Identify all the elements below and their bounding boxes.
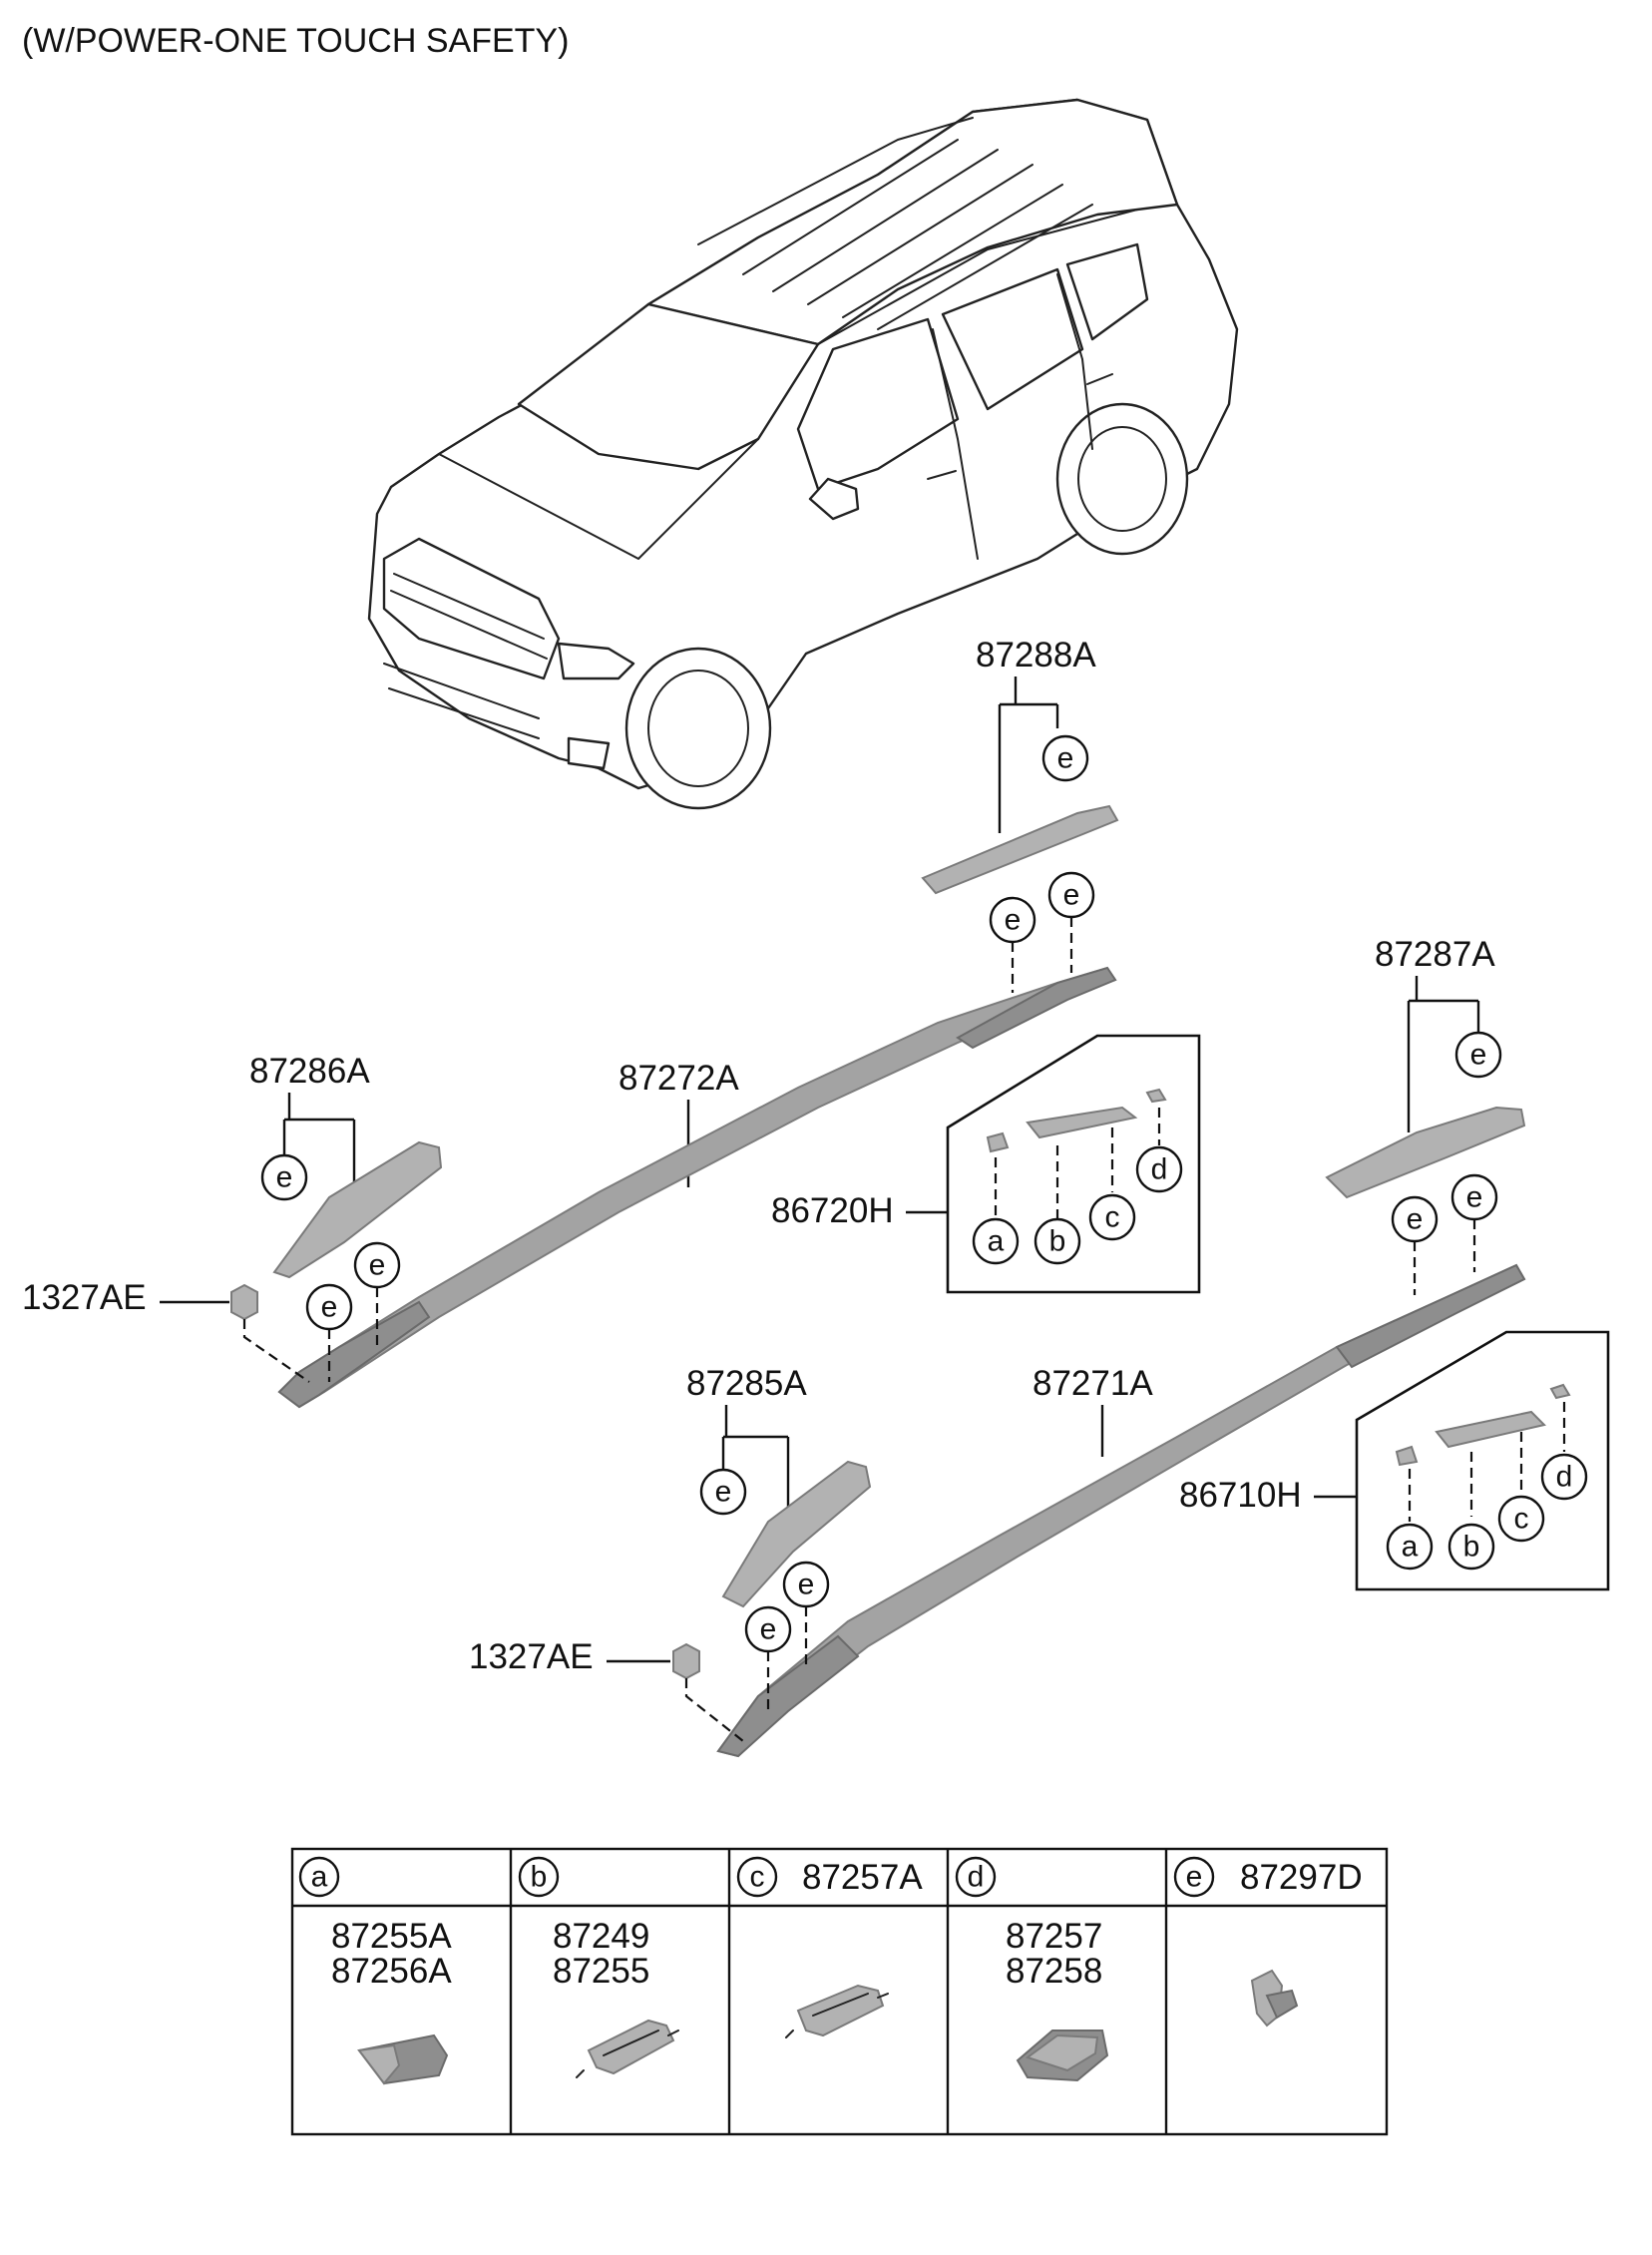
ref-e: e xyxy=(1057,742,1074,775)
ref-e: e xyxy=(1063,879,1080,912)
label-1327AE: 1327AE xyxy=(22,1278,147,1317)
diagram-title: (W/POWER-ONE TOUCH SAFETY) xyxy=(22,22,569,60)
legend-part: 87257 xyxy=(1006,1917,1102,1956)
ref-d: d xyxy=(1151,1153,1168,1186)
part-87285A: 87285A e xyxy=(686,1364,872,1608)
part-1327AE-top: 1327AE xyxy=(22,1278,310,1383)
legend-column-d: d 87257 87258 xyxy=(955,1856,1109,2082)
ref-c: c xyxy=(1105,1201,1120,1234)
ref-e: e xyxy=(276,1161,293,1194)
part-87286A: 87286A e xyxy=(249,1052,443,1279)
legend-part: 87255 xyxy=(553,1952,649,1991)
part-86710H: 86710H a b c d xyxy=(1179,1330,1610,1591)
ref-b: b xyxy=(1049,1225,1066,1258)
label-86720H: 86720H xyxy=(771,1191,894,1230)
legend-header-part: 87297D xyxy=(1240,1858,1363,1897)
ref-e: e xyxy=(1470,1039,1487,1072)
ref-e: e xyxy=(369,1249,386,1282)
label-87288A: 87288A xyxy=(976,636,1096,675)
part-87287A: 87287A e xyxy=(1325,935,1526,1199)
legend-header-part: 87257A xyxy=(802,1858,923,1897)
legend-part: 87249 xyxy=(553,1917,649,1956)
label-87271A: 87271A xyxy=(1032,1364,1153,1403)
ref-b: b xyxy=(1463,1531,1480,1564)
label-87286A: 87286A xyxy=(249,1052,370,1091)
legend-letter: b xyxy=(531,1861,548,1894)
label-87287A: 87287A xyxy=(1375,935,1495,974)
legend-letter: c xyxy=(750,1861,765,1894)
ref-a: a xyxy=(988,1225,1005,1258)
ref-a: a xyxy=(1402,1531,1419,1564)
legend-table: a 87255A 87256A b 87249 87255 c 87257A d xyxy=(290,1847,1389,2136)
legend-part: 87256A xyxy=(331,1952,452,1991)
legend-letter: a xyxy=(311,1861,328,1894)
ref-e: e xyxy=(760,1613,777,1646)
ref-d: d xyxy=(1556,1461,1573,1494)
vehicle-illustration xyxy=(367,98,1239,810)
legend-part: 87258 xyxy=(1006,1952,1102,1991)
part-87288A: 87288A e xyxy=(921,636,1119,895)
ref-c: c xyxy=(1514,1503,1529,1536)
legend-part: 87255A xyxy=(331,1917,452,1956)
ref-e: e xyxy=(798,1569,815,1601)
legend-column-a: a 87255A 87256A xyxy=(298,1856,452,2085)
legend-column-b: b 87249 87255 xyxy=(518,1856,679,2078)
ref-e: e xyxy=(321,1291,338,1324)
ref-e: e xyxy=(1005,904,1022,937)
label-87272A: 87272A xyxy=(619,1059,739,1098)
ref-e: e xyxy=(1407,1203,1424,1236)
label-87285A: 87285A xyxy=(686,1364,807,1403)
label-86710H: 86710H xyxy=(1179,1476,1302,1515)
legend-column-c: c 87257A xyxy=(736,1856,923,2038)
ref-e: e xyxy=(1466,1181,1483,1214)
ref-e: e xyxy=(715,1476,732,1509)
legend-letter: e xyxy=(1186,1861,1203,1894)
legend-letter: d xyxy=(968,1861,985,1894)
part-1327AE-bottom: 1327AE xyxy=(469,1637,744,1742)
legend-column-e: e 87297D xyxy=(1173,1856,1363,2028)
part-87272A: 87272A xyxy=(277,966,1117,1409)
part-87271A: 87271A xyxy=(716,1263,1526,1758)
label-1327AE: 1327AE xyxy=(469,1637,594,1676)
part-86720H: 86720H a b c d xyxy=(771,1034,1201,1294)
